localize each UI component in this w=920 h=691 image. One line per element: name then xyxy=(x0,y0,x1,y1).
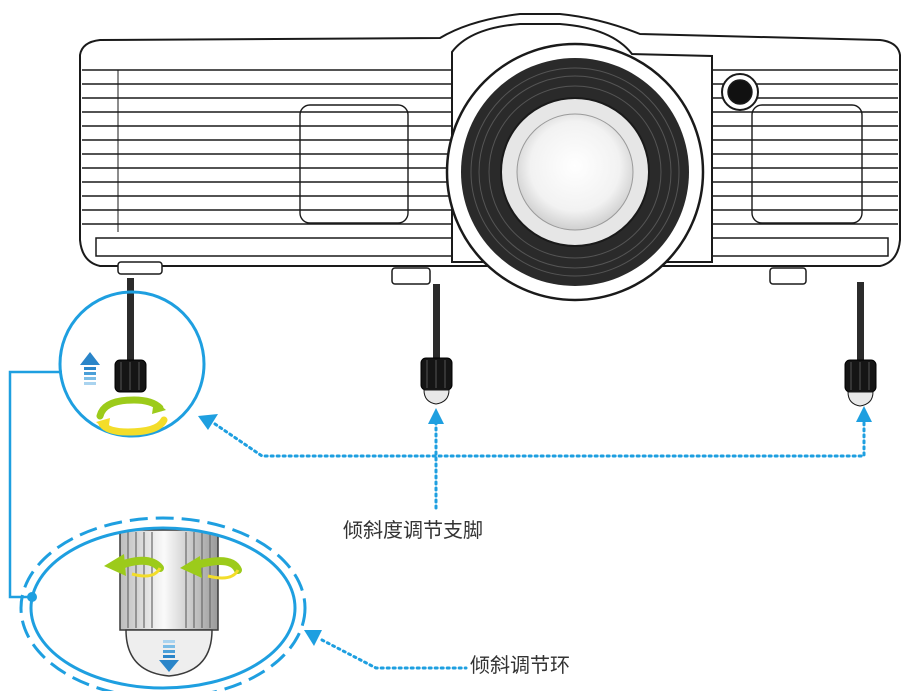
front-center-foot xyxy=(420,284,453,405)
left-vent-grille xyxy=(82,69,452,232)
projector-body xyxy=(79,13,901,302)
foot-callout-circle xyxy=(58,290,206,438)
front-left-foot xyxy=(114,278,147,393)
zoomed-foot-callout xyxy=(19,516,307,691)
twist-right-arrow-icon xyxy=(180,556,242,580)
leader-lines xyxy=(213,418,866,670)
up-arrow-icon xyxy=(80,352,100,385)
rotate-arrows-icon xyxy=(96,396,168,436)
leader-arrowheads xyxy=(198,406,872,646)
down-arrow-icon xyxy=(159,640,179,672)
tilt-adjustment-ring-label: 倾斜调节环 xyxy=(470,653,570,677)
lens xyxy=(445,42,705,302)
front-right-foot xyxy=(844,282,877,407)
tilt-adjustment-feet-label: 倾斜度调节支脚 xyxy=(343,518,483,542)
twist-left-arrow-icon xyxy=(104,554,164,578)
right-vent-grille xyxy=(712,69,898,225)
